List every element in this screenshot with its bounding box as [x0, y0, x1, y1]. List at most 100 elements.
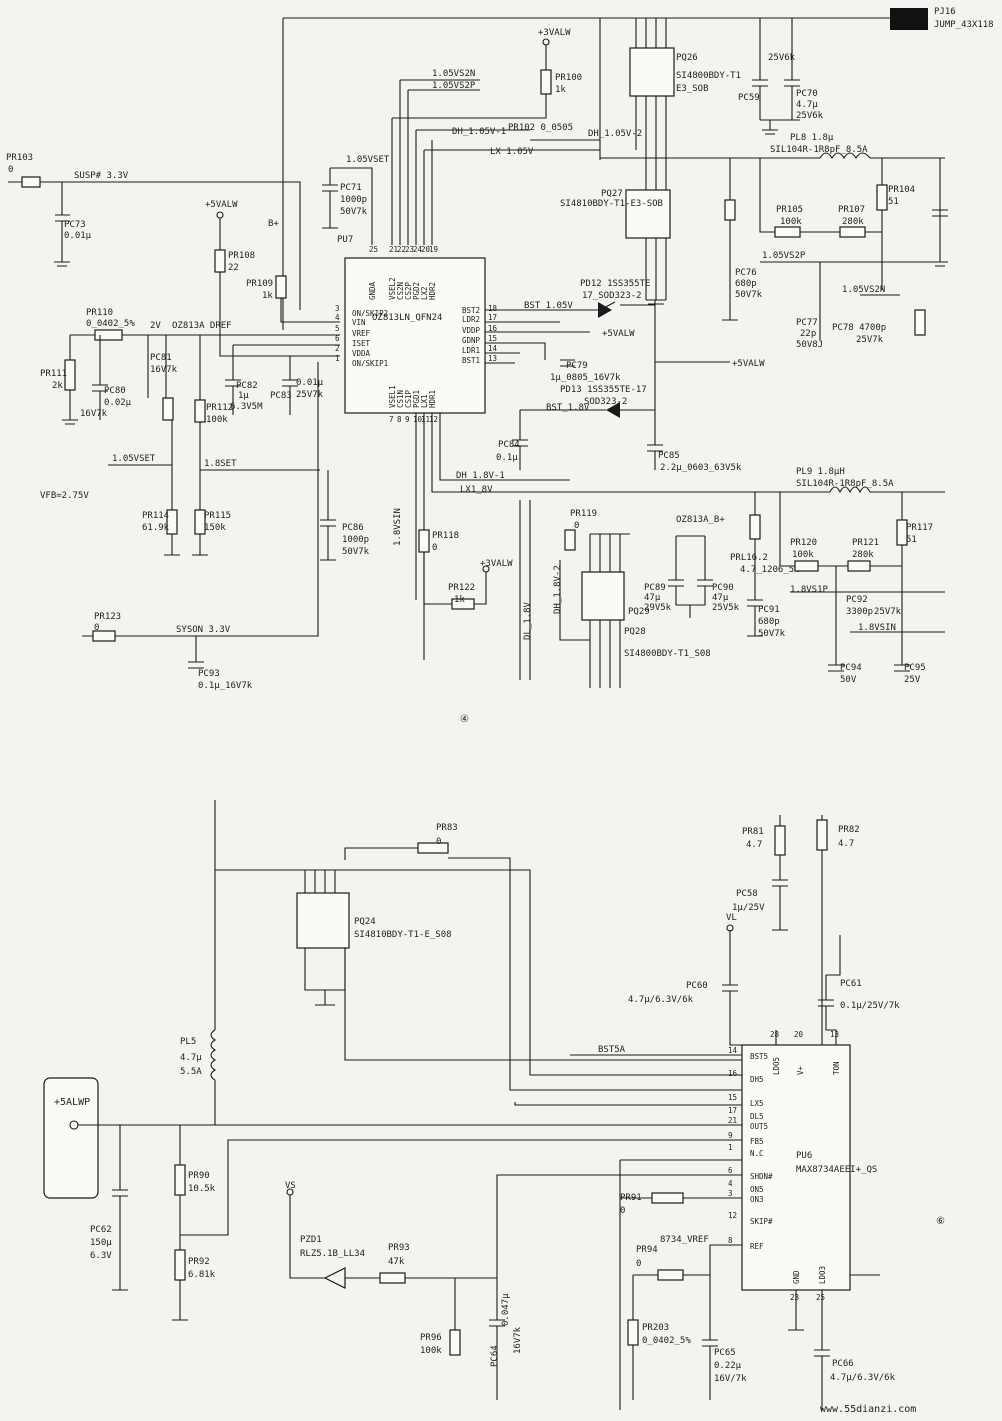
pr108-value: 22 [228, 263, 239, 273]
pc92-label: PC92 [846, 595, 868, 605]
oz-bot-pin-5: HDR1 [428, 390, 437, 408]
pr104-value: 51 [888, 197, 899, 207]
pu6-left-pin-3: DL5 [750, 1112, 764, 1121]
vs2n-net: 1.05VS2N [842, 285, 885, 295]
pc76-body [724, 199, 736, 221]
syson-net: SYSON 3.3V [176, 625, 231, 635]
pq27-mosfet [625, 189, 671, 239]
pr81-resistor [774, 825, 786, 856]
pq26-mosfet [629, 47, 675, 97]
pc81-value: 16V7k [150, 365, 178, 375]
pr93-value: 47k [388, 1257, 405, 1267]
section-4: PJ16 JUMP_43X118 PQ26 SI4800BDY-T1 E3_SO… [6, 7, 994, 725]
jumper-pj16-body [890, 8, 928, 30]
pq26-part: SI4800BDY-T1 [676, 71, 741, 81]
pc93-label: PC93 [198, 669, 220, 679]
pr120-value: 100k [792, 550, 814, 560]
pr107-resistor [839, 226, 866, 238]
pr90-label: PR90 [188, 1171, 210, 1181]
section-6: PR83 0 PQ24 SI4810BDY-T1-E_S08 PL5 4.7μ … [43, 800, 945, 1415]
pc77-value: 22p [800, 329, 816, 339]
pr104-label: PR104 [888, 185, 915, 195]
pr123-resistor [92, 630, 116, 642]
dh105-net: DH_1.05V-1 [452, 127, 506, 137]
pu6-left-pin-6: N.C [750, 1149, 764, 1158]
pr111-ground [62, 390, 78, 425]
oz-right-pin-4: LDR1 [462, 346, 480, 355]
oz-bot-num-5: 12 [429, 415, 438, 424]
oz-top-num-2: 22 [397, 245, 406, 254]
oz-bot-pin-3: PGD1 [412, 390, 421, 408]
pl8-inductor [819, 152, 871, 160]
pr119-value: 0 [574, 521, 579, 531]
lx105-net: LX 1.05V [490, 147, 534, 157]
pr111-label: PR111 [40, 369, 67, 379]
pc65-value: 0.22μ [714, 1361, 742, 1371]
pr92-resistor [174, 1249, 186, 1281]
pj16-label: PJ16 [934, 7, 956, 17]
pc76-rating: 50V7k [735, 290, 763, 300]
valw-top-terminal [542, 38, 550, 46]
oz813-ic [344, 257, 486, 414]
pr109-resistor [275, 275, 287, 299]
pc62-label: PC62 [90, 1225, 112, 1235]
v105set-net: 1.05VSET [112, 454, 156, 464]
syson-wire [82, 362, 319, 669]
pr105-label: PR105 [776, 205, 803, 215]
pr203-resistor [627, 1319, 639, 1346]
oz-bot-pin-4: LX1 [420, 394, 429, 408]
pr115-label: PR115 [204, 511, 231, 521]
pc83-rating: 25V7k [296, 390, 324, 400]
pu6-label: PU6 [796, 1151, 812, 1161]
section4-marker: ④ [460, 714, 469, 725]
pzd1-zener [323, 1267, 346, 1289]
bst5a-net: BST5A [598, 1045, 626, 1055]
pu6-bot-pin-0: GND [792, 1270, 801, 1284]
pc89-value: 47μ [644, 593, 661, 603]
pq26-pkg: E3_SOB [676, 84, 709, 94]
pq27-part: SI4810BDY-T1-E3-SOB [560, 199, 663, 209]
dl18-wires [519, 500, 590, 680]
pc82-rating: 6.3V5M [230, 402, 263, 412]
pu6-left-num-9: 3 [728, 1189, 733, 1198]
pr100-wire [480, 45, 547, 119]
pr108-label: PR108 [228, 251, 255, 261]
pc82-value: 1μ [238, 391, 249, 401]
pr119-label: PR119 [570, 509, 597, 519]
pr110-label: PR110 [86, 308, 113, 318]
vset18-wires [108, 420, 320, 510]
pc91-wire [747, 492, 763, 637]
oz-top-num-5: 20 [421, 245, 431, 254]
pr118-value: 0 [432, 543, 437, 553]
pc94-value: 50V [840, 675, 857, 685]
pd12-label: PD12 1SS355TE [580, 279, 650, 289]
bst105-net: BST 1.05V [524, 301, 573, 311]
pc65-rating: 16V/7k [714, 1374, 747, 1384]
oz-top-pin-4: PGD2 [412, 282, 421, 300]
oz-left-pin-3: ISET [352, 339, 371, 348]
pr93-label: PR93 [388, 1243, 410, 1253]
oz-left-num-0: 3 [335, 304, 340, 313]
pc77-rating: 50V8J [796, 340, 823, 350]
watermark: www.55dianzi.com [820, 1404, 916, 1415]
pc84-value: 0.1μ [496, 453, 518, 463]
oz-bot-num-4: 11 [421, 415, 430, 424]
pr116-value: 4.7_1206_5% [740, 565, 800, 575]
pr100-value: 1k [555, 85, 566, 95]
pc59-label: PC59 [738, 93, 760, 103]
pq29-label: PQ29 [628, 607, 650, 617]
pc94-label: PC94 [840, 663, 862, 673]
pq28-label: PQ28 [624, 627, 646, 637]
pr91-value: 0 [620, 1206, 625, 1216]
pr82-label: PR82 [838, 825, 860, 835]
pc60-label: PC60 [686, 981, 708, 991]
pr90-value: 10.5k [188, 1184, 216, 1194]
valw5c-label: +5VALW [732, 359, 765, 369]
pc91-value: 680p [758, 617, 780, 627]
pr120-label: PR120 [790, 538, 817, 548]
pr103-resistor [21, 176, 41, 188]
